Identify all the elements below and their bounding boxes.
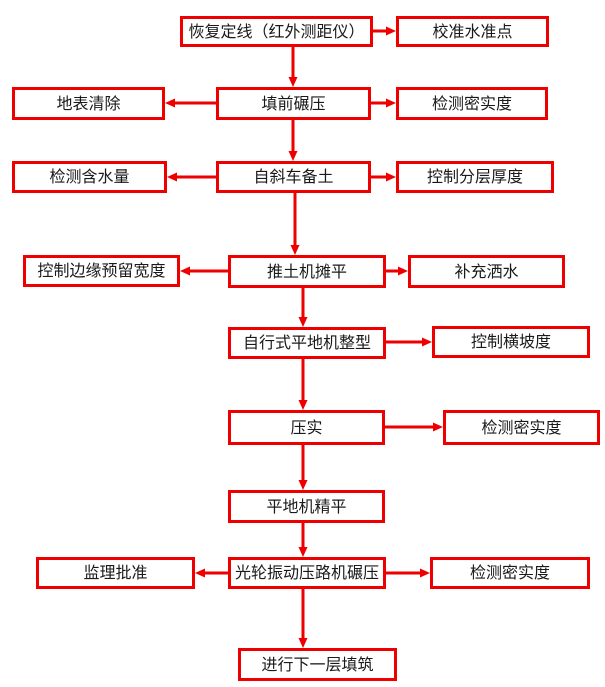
flow-node-label: 控制横坡度 <box>470 332 551 351</box>
flow-node-dump-truck-soil: 自斜车备土 <box>216 161 371 193</box>
flow-node-label: 控制分层厚度 <box>426 167 523 186</box>
flow-node-moisture-check: 检测含水量 <box>12 161 167 193</box>
flow-node-motor-grader-shaping: 自行式平地机整型 <box>228 327 386 359</box>
flow-node-label: 地表清除 <box>56 93 121 113</box>
flow-node-label: 监理批准 <box>83 563 148 582</box>
flow-node-label: 检测含水量 <box>49 167 130 186</box>
flow-node-label: 压实 <box>290 417 323 437</box>
flow-node-edge-reserve-width-control: 控制边缘预留宽度 <box>23 255 180 287</box>
flow-node-label: 平地机精平 <box>266 496 347 516</box>
flow-node-label: 控制边缘预留宽度 <box>37 261 166 280</box>
flow-node-label: 检测密实度 <box>431 93 512 113</box>
flow-node-layer-thickness-control: 控制分层厚度 <box>396 161 554 193</box>
flow-node-label: 推土机摊平 <box>266 261 347 281</box>
flow-node-cross-slope-control: 控制横坡度 <box>432 326 590 358</box>
flow-node-density-check-1: 检测密实度 <box>396 87 548 120</box>
flow-node-label: 检测密实度 <box>469 563 550 582</box>
flow-node-label: 检测密实度 <box>481 417 562 437</box>
flow-node-label: 自行式平地机整型 <box>242 333 371 352</box>
flow-node-label: 补充洒水 <box>454 261 519 281</box>
flow-node-label: 恢复定线（红外测距仪） <box>188 21 365 41</box>
flow-node-density-check-3: 检测密实度 <box>430 557 590 589</box>
flow-node-grader-fine-leveling: 平地机精平 <box>228 490 385 523</box>
flow-node-next-layer-filling: 进行下一层填筑 <box>238 648 397 681</box>
flow-node-label: 填前碾压 <box>261 93 326 113</box>
flow-node-label: 进行下一层填筑 <box>261 654 374 674</box>
flow-node-supervisor-approval: 监理批准 <box>36 557 195 589</box>
flow-node-surface-clearing: 地表清除 <box>12 87 165 120</box>
flow-node-bulldozer-spreading: 推土机摊平 <box>228 255 386 288</box>
flow-node-smooth-drum-rolling: 光轮振动压路机碾压 <box>228 557 386 589</box>
flow-node-label: 校准水准点 <box>432 21 513 41</box>
flow-node-label: 自斜车备土 <box>253 167 334 186</box>
flow-node-compaction: 压实 <box>228 410 385 445</box>
flow-node-supplementary-watering: 补充洒水 <box>408 255 565 288</box>
flow-node-restore-alignment: 恢复定线（红外测距仪） <box>180 16 373 47</box>
flow-node-calibrate-benchmark: 校准水准点 <box>396 16 549 47</box>
flow-node-label: 光轮振动压路机碾压 <box>234 563 379 582</box>
flow-node-density-check-2: 检测密实度 <box>443 410 600 445</box>
flow-node-pre-fill-rolling: 填前碾压 <box>216 87 371 120</box>
